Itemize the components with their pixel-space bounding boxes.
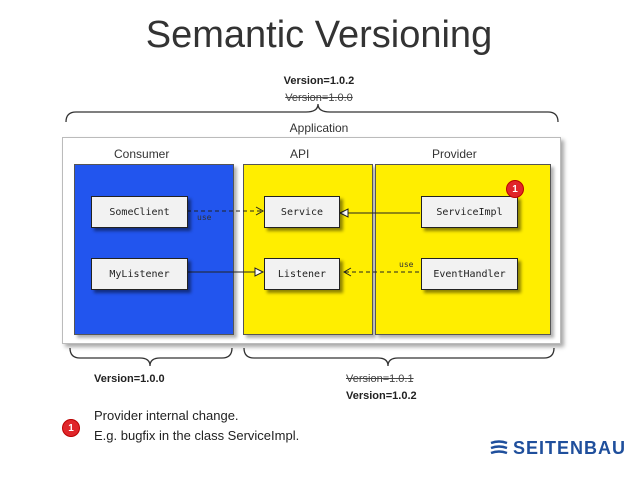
application-brace (65, 103, 559, 123)
note-badge: 1 (62, 419, 80, 437)
seitenbau-logo-text: SEITENBAU (513, 438, 627, 458)
mylistener-box: MyListener (91, 258, 188, 290)
app-version-previous: Version=1.0.0 (285, 92, 353, 104)
consumer-brace (69, 347, 233, 367)
listener-box: Listener (264, 258, 340, 290)
api-provider-version-previous: Version=1.0.1 (346, 373, 414, 385)
api-label: API (290, 147, 310, 161)
eventhandler-to-listener-arrowhead (342, 267, 352, 277)
consumer-region (74, 164, 234, 335)
use-label-bottom: use (399, 260, 414, 269)
app-version-current: Version=1.0.2 (283, 75, 355, 87)
note-line-1: Provider internal change. (94, 408, 239, 423)
change-badge: 1 (506, 180, 524, 198)
api-region (243, 164, 373, 335)
note-line-2: E.g. bugfix in the class ServiceImpl. (94, 428, 300, 443)
serviceimpl-to-service-head (338, 208, 349, 218)
provider-label: Provider (432, 147, 477, 161)
seitenbau-logo-icon (490, 440, 508, 455)
application-label: Application (289, 121, 349, 135)
api-provider-brace (243, 347, 555, 367)
someclient-to-service-arrowhead (255, 206, 265, 216)
consumer-label: Consumer (114, 147, 170, 161)
service-box: Service (264, 196, 340, 228)
someclient-box: SomeClient (91, 196, 188, 228)
consumer-version: Version=1.0.0 (94, 373, 165, 385)
serviceimpl-box: ServiceImpl (421, 196, 518, 228)
page-title: Semantic Versioning (145, 14, 493, 56)
use-label-top: use (197, 213, 212, 222)
mylistener-to-listener-head (254, 267, 265, 277)
eventhandler-box: EventHandler (421, 258, 518, 290)
api-provider-version-current: Version=1.0.2 (346, 390, 417, 402)
